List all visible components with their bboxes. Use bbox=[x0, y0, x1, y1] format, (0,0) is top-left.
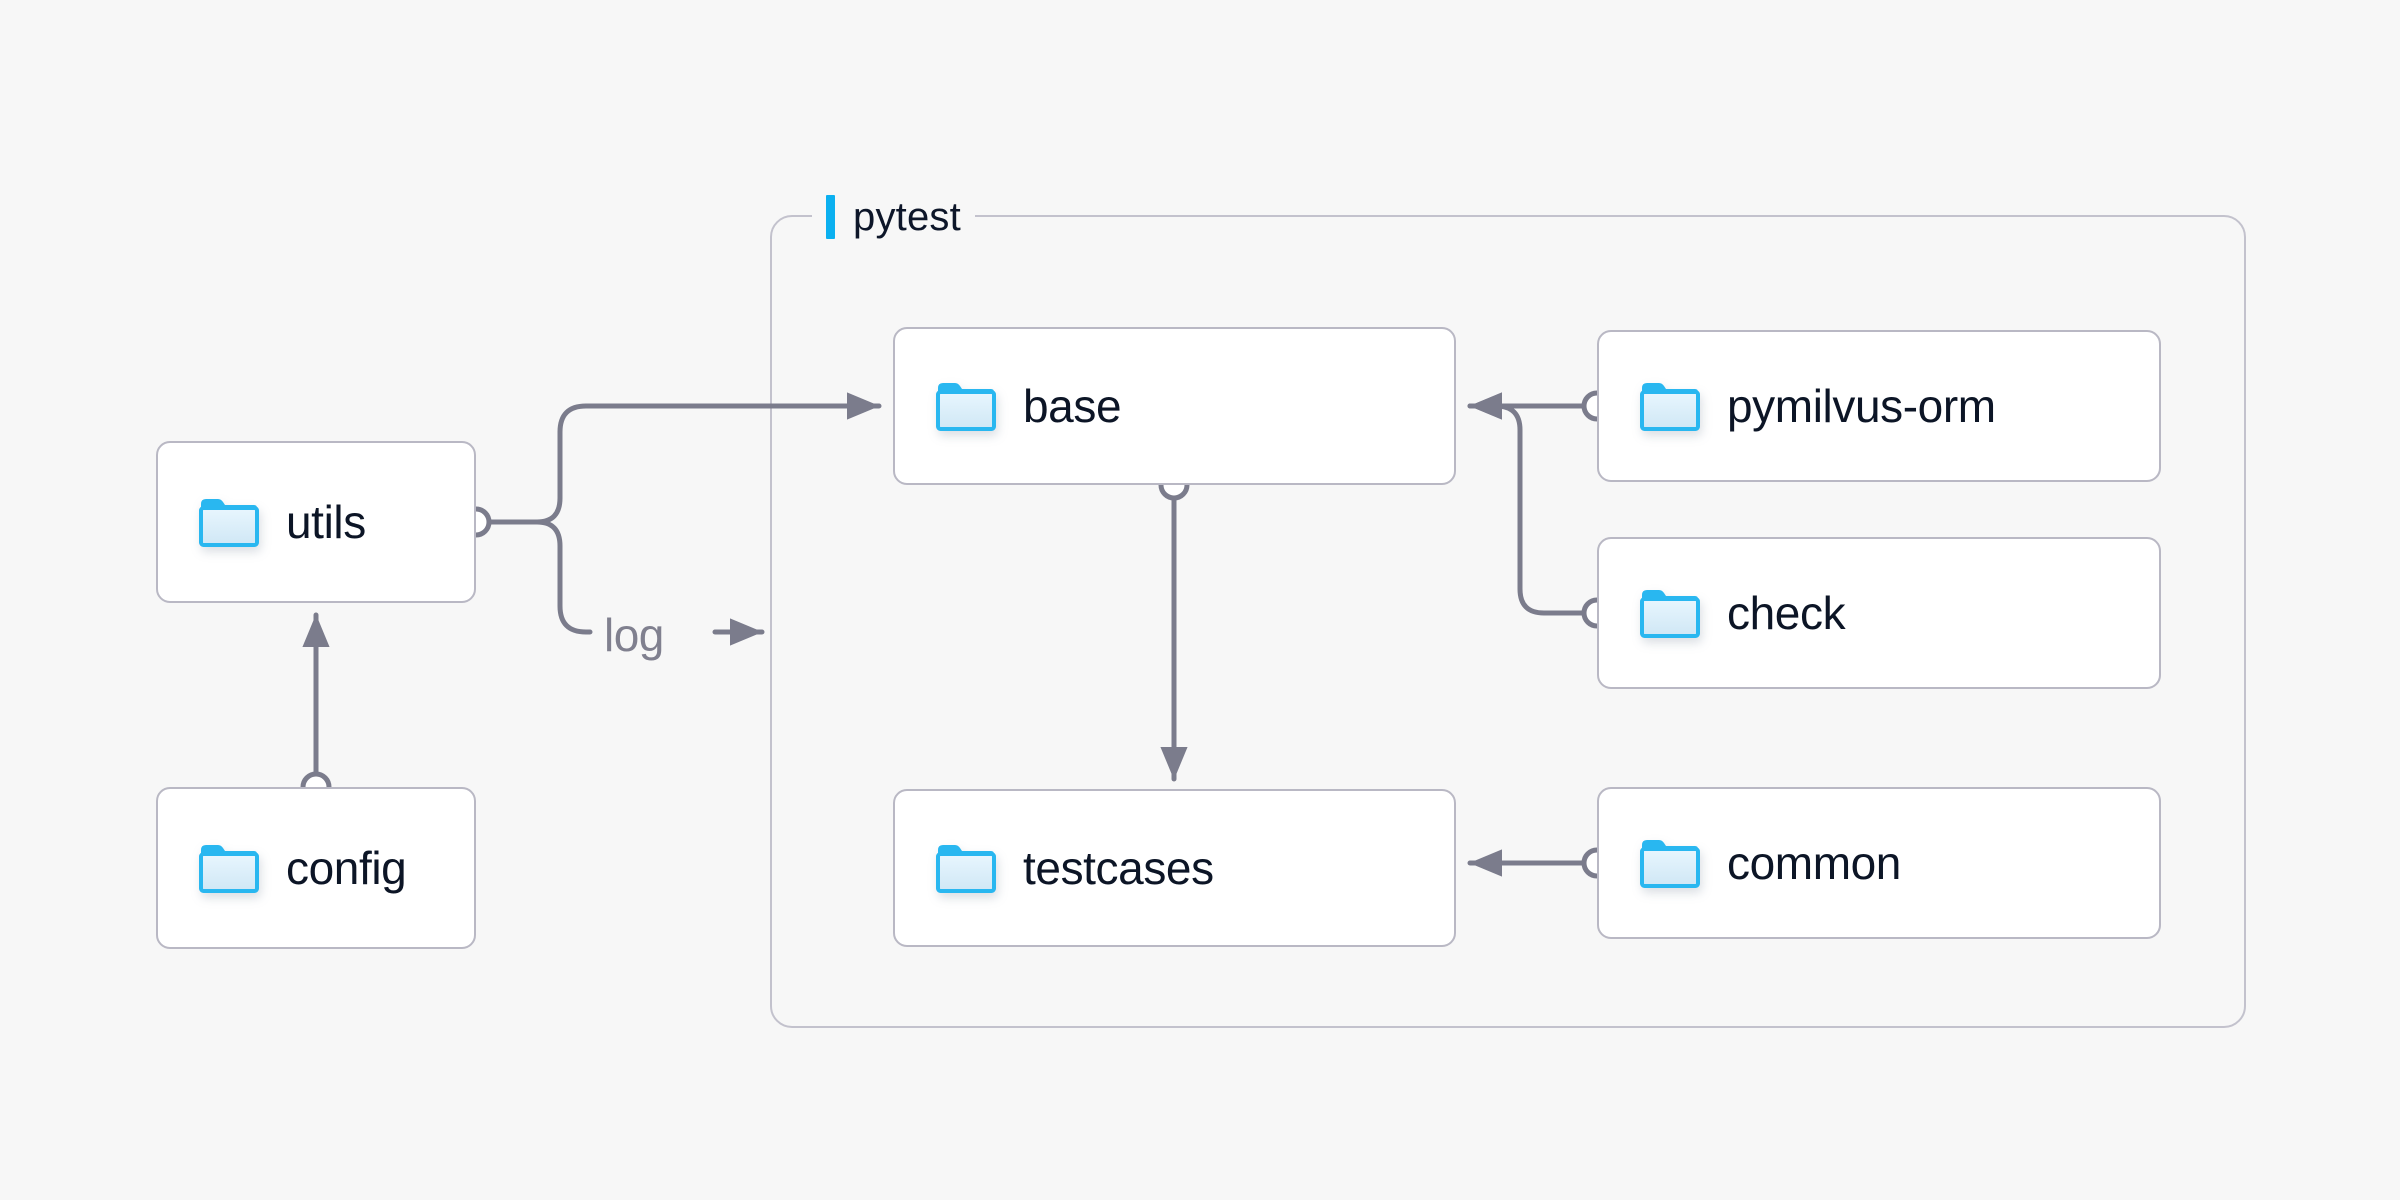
node-content: check bbox=[1599, 586, 1846, 640]
node-config[interactable]: config bbox=[156, 787, 476, 949]
folder-icon bbox=[1640, 840, 1700, 888]
group-container-pytest[interactable] bbox=[770, 215, 2246, 1028]
folder-icon bbox=[199, 845, 259, 893]
node-content: config bbox=[158, 841, 407, 895]
node-label-pymilvus-orm: pymilvus-orm bbox=[1727, 380, 1996, 432]
edge-utils-to-base bbox=[534, 392, 882, 525]
edge-utils-to-pytest-log bbox=[534, 519, 593, 635]
node-label-common: common bbox=[1727, 837, 1901, 889]
group-label-pytest: pytest bbox=[812, 190, 975, 244]
folder-icon bbox=[936, 845, 996, 893]
folder-icon bbox=[936, 383, 996, 431]
node-content: pymilvus-orm bbox=[1599, 379, 1996, 433]
node-content: base bbox=[895, 379, 1122, 433]
node-base[interactable]: base bbox=[893, 327, 1456, 485]
node-label-utils: utils bbox=[286, 496, 366, 548]
folder-icon bbox=[199, 499, 259, 547]
folder-icon bbox=[1640, 590, 1700, 638]
node-pymilvus-orm[interactable]: pymilvus-orm bbox=[1597, 330, 2161, 482]
group-label-text: pytest bbox=[853, 194, 961, 239]
edge-label-log: log bbox=[604, 609, 664, 661]
node-content: common bbox=[1599, 836, 1901, 890]
group-accent-bar bbox=[826, 195, 835, 239]
edge-check-to-base bbox=[1467, 392, 1587, 616]
node-label-check: check bbox=[1727, 587, 1846, 639]
node-label-testcases: testcases bbox=[1023, 842, 1214, 894]
node-label-config: config bbox=[286, 842, 407, 894]
node-common[interactable]: common bbox=[1597, 787, 2161, 939]
node-check[interactable]: check bbox=[1597, 537, 2161, 689]
node-utils[interactable]: utils bbox=[156, 441, 476, 603]
node-content: testcases bbox=[895, 841, 1214, 895]
node-label-base: base bbox=[1023, 380, 1122, 432]
folder-icon bbox=[1640, 383, 1700, 431]
node-testcases[interactable]: testcases bbox=[893, 789, 1456, 947]
node-content: utils bbox=[158, 495, 366, 549]
